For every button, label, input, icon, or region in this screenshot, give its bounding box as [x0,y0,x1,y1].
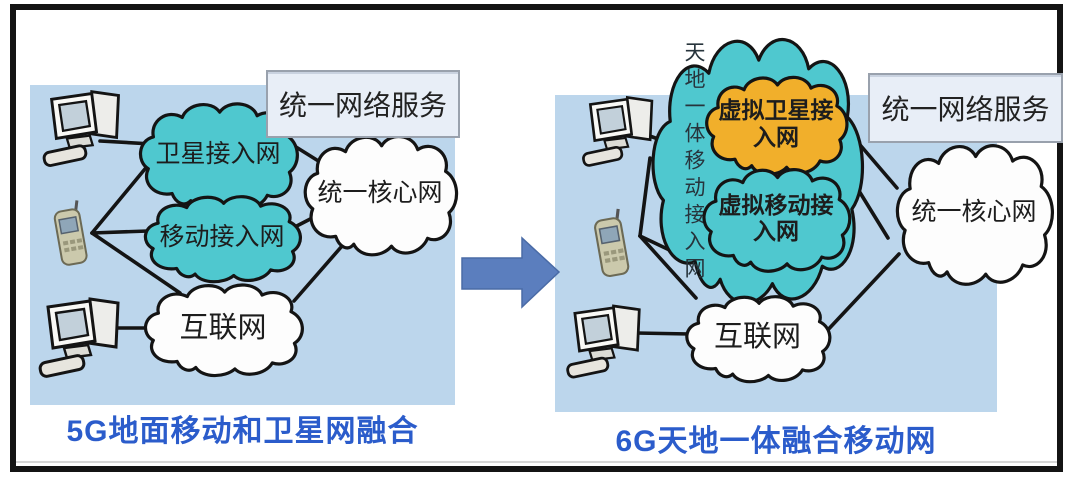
unified-network-service-box-right: 统一网络服务 [868,73,1063,143]
unified-network-service-box-left: 统一网络服务 [266,70,460,138]
virtual-mobile-line1: 虚拟移动接 [718,192,834,218]
connector-line [90,156,156,235]
mobile-access-cloud: 移动接入网 [138,192,306,284]
6g-caption: 6G天地一体融合移动网 [615,425,937,458]
mobile-phone-icon [53,200,88,266]
desktop-computer-icon [566,304,641,379]
desktop-computer-icon [582,95,654,167]
connector-line [634,331,692,336]
unified-core-cloud-left-label: 统一核心网 [317,179,443,207]
arrow-right-icon [461,236,561,309]
connector-line [292,236,351,303]
internet-cloud-left: 互联网 [138,280,308,378]
virtual-mobile-line2: 入网 [753,219,799,244]
connector-line [638,234,698,300]
unified-network-service-label-left: 统一网络服务 [278,91,447,122]
unified-core-cloud-left: 统一核心网 [298,130,462,258]
mobile-phone-icon [594,208,630,278]
connector-line [90,231,182,295]
connector-line [822,252,901,336]
internet-cloud-right: 互联网 [680,292,835,384]
virtual-mobile-access-cloud: 虚拟移动接 入网 [697,164,855,274]
connector-line [90,229,150,235]
desktop-computer-icon [42,90,120,167]
mobile-access-cloud-label: 移动接入网 [159,223,285,251]
internet-cloud-left-label: 互联网 [179,312,267,345]
satellite-access-cloud-label: 卫星接入网 [155,141,281,169]
5g-caption: 5G地面移动和卫星网融合 [66,415,419,448]
integrated-cloud-vertical-label: 天地一体移动接入网 [682,41,706,284]
virtual-satellite-line1: 虚拟卫星接 [718,98,834,124]
internet-cloud-right-label: 互联网 [713,321,801,354]
virtual-satellite-line2: 入网 [753,124,799,150]
unified-network-service-label-right: 统一网络服务 [881,95,1050,126]
virtual-satellite-access-label: 虚拟卫星接 入网 [700,72,852,177]
unified-core-cloud-right-label: 统一核心网 [911,198,1037,226]
desktop-computer-icon [38,297,120,378]
virtual-mobile-access-label: 虚拟移动接 入网 [697,164,855,274]
connector-line [638,156,652,238]
bottom-divider-line [16,461,1057,463]
unified-core-cloud-right: 统一核心网 [890,138,1058,288]
virtual-satellite-access-cloud: 虚拟卫星接 入网 [700,72,852,177]
